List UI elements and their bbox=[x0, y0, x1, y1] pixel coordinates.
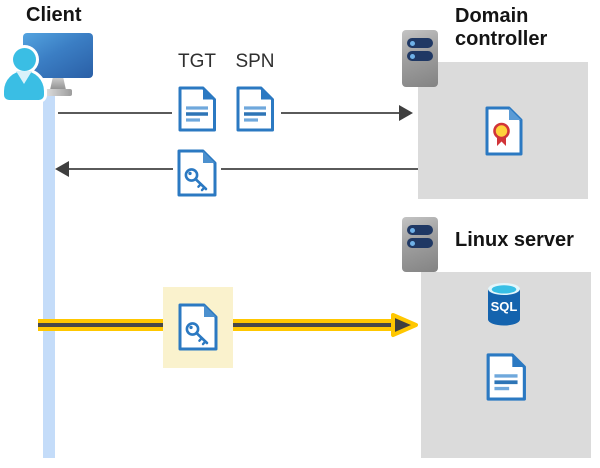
request-arrow-line bbox=[281, 112, 400, 114]
certificate-icon bbox=[485, 106, 523, 156]
server-led-icon bbox=[410, 53, 415, 59]
user-collar-icon bbox=[16, 71, 32, 84]
domain-controller-label: Domain controller bbox=[455, 5, 548, 50]
request-arrowhead-icon bbox=[399, 105, 413, 121]
linux-server-icon bbox=[402, 217, 438, 272]
monitor-stand-neck bbox=[50, 77, 66, 90]
monitor-stand-base bbox=[45, 89, 72, 96]
spn-label: SPN bbox=[235, 51, 275, 72]
spn-document-icon bbox=[236, 86, 274, 132]
response-arrowhead-icon bbox=[55, 161, 69, 177]
domain-controller-server-icon bbox=[402, 30, 438, 87]
server-led-icon bbox=[410, 227, 415, 233]
client-node-label: Client bbox=[26, 4, 82, 26]
kerberos-connection-line bbox=[233, 319, 393, 331]
key-ticket-icon bbox=[178, 303, 218, 351]
response-arrow-line bbox=[221, 168, 418, 170]
request-arrow-line bbox=[58, 112, 172, 114]
server-led-icon bbox=[410, 40, 415, 46]
key-ticket-icon bbox=[177, 149, 217, 197]
server-drive-bay-icon bbox=[407, 238, 433, 248]
server-led-icon bbox=[410, 240, 415, 246]
tgt-document-icon bbox=[178, 86, 216, 132]
sql-database-icon: SQL bbox=[488, 283, 520, 326]
tgt-label: TGT bbox=[178, 51, 216, 72]
server-drive-bay-icon bbox=[407, 51, 433, 61]
user-head-icon bbox=[13, 48, 36, 71]
keytab-document-icon bbox=[486, 353, 526, 401]
client-timeline-bar bbox=[43, 92, 55, 458]
server-drive-bay-icon bbox=[407, 38, 433, 48]
kerberos-connection-line bbox=[38, 319, 163, 331]
linux-server-label: Linux server bbox=[455, 229, 574, 251]
response-arrow-line bbox=[69, 168, 173, 170]
server-drive-bay-icon bbox=[407, 225, 433, 235]
kerberos-arrowhead-icon bbox=[391, 313, 418, 337]
sql-badge-text: SQL bbox=[491, 299, 518, 314]
